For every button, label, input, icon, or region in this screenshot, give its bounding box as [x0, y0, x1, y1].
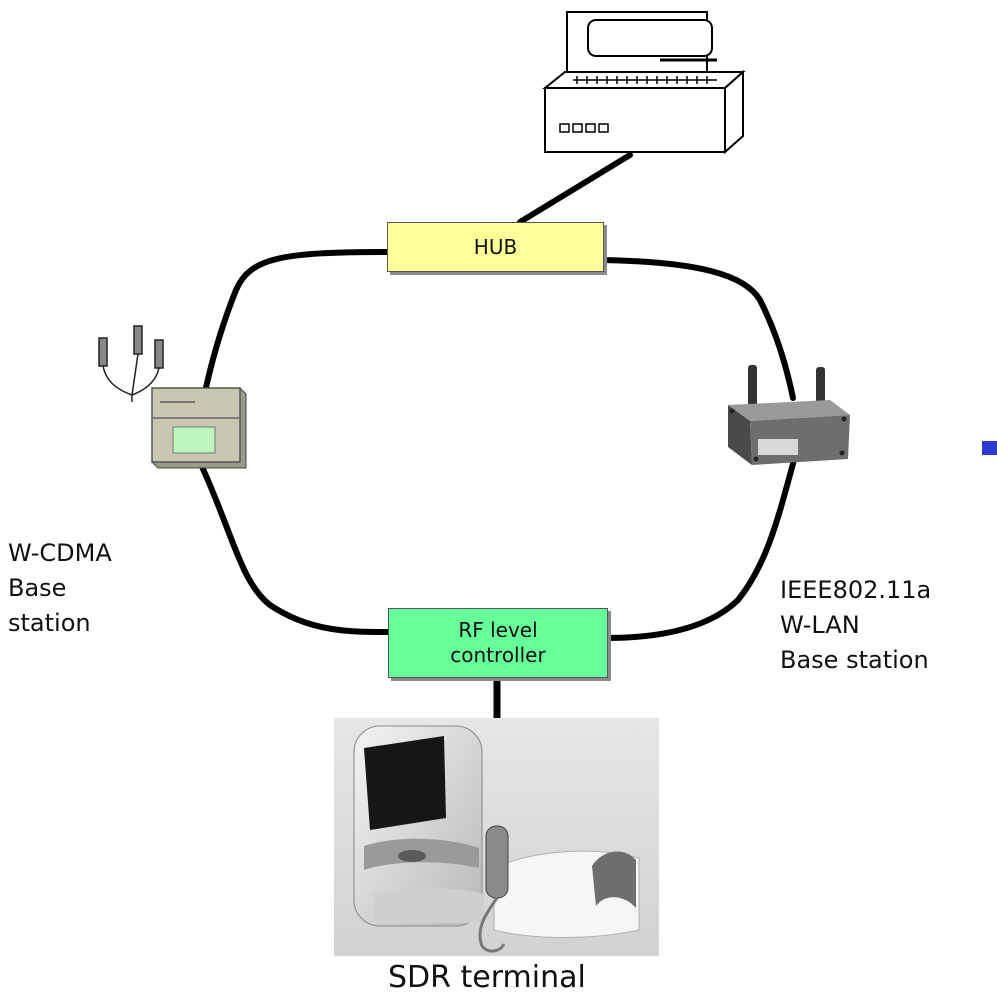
link-hub-wcdma: [202, 249, 390, 395]
sdr-terminal-label: SDR terminal: [388, 960, 586, 995]
wcdma-base-station-label: W-CDMA Base station: [8, 536, 112, 641]
wlan-label-line-3: Base station: [780, 646, 929, 674]
edge-marker: [982, 441, 997, 455]
rf-controller-label-line-1: RF level: [458, 618, 538, 642]
computer-terminal-icon: [542, 11, 746, 155]
link-hub-wlan: [600, 257, 796, 401]
wcdma-base-station-icon: [98, 325, 247, 469]
wlan-base-station-label: IEEE802.11a W-LAN Base station: [780, 573, 931, 678]
rf-controller-label-line-2: controller: [450, 643, 546, 667]
wlan-label-line-1: IEEE802.11a: [780, 576, 932, 604]
wcdma-label-line-3: station: [8, 609, 91, 637]
wlan-label-line-2: W-LAN: [780, 611, 860, 639]
link-pc-hub: [517, 152, 633, 225]
wcdma-label-line-1: W-CDMA: [8, 539, 112, 567]
hub-label: HUB: [473, 234, 518, 259]
wcdma-label-line-2: Base: [8, 574, 67, 602]
sdr-terminal-photo-icon: [334, 718, 659, 956]
wireless-router-icon: [728, 365, 850, 465]
rf-level-controller-box: RF level controller: [388, 608, 608, 678]
link-wcdma-rf: [195, 455, 391, 635]
link-wlan-rf: [603, 435, 803, 641]
hub-box: HUB: [387, 222, 604, 272]
